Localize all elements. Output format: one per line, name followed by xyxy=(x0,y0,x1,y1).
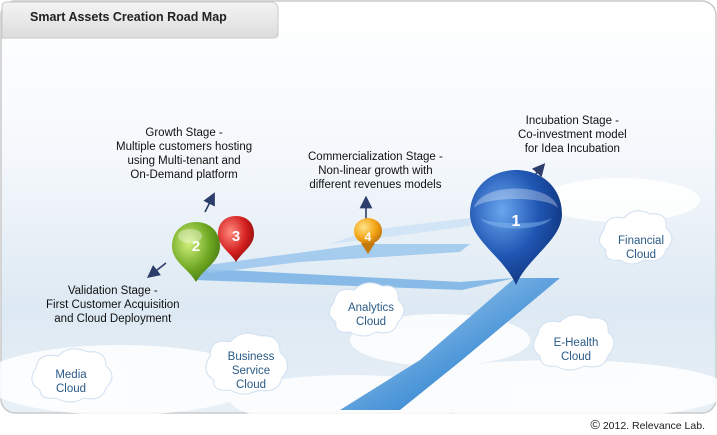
copyright: © 2012. Relevance Lab. xyxy=(590,417,705,432)
stage-4-label: Commercialization Stage - Non-linear gro… xyxy=(308,150,443,192)
stage-1-pin xyxy=(470,170,562,285)
cloud-business-line-1: Business xyxy=(227,351,275,363)
cloud-business-line-3: Cloud xyxy=(235,379,267,391)
cloud-media-line-1: Media xyxy=(55,369,87,381)
stage-3-line-2: Multiple customers hosting xyxy=(116,141,253,153)
stage-3-label: Growth Stage - Multiple customers hostin… xyxy=(116,126,252,182)
cloud-media-line-2: Cloud xyxy=(55,383,87,395)
stage-2-line-3: and Cloud Deployment xyxy=(54,313,172,325)
stage-1-line-3: for Idea Incubation xyxy=(524,143,620,155)
stage-4-line-3: different revenues models xyxy=(309,179,442,191)
page-title: Smart Assets Creation Road Map xyxy=(30,10,227,24)
copyright-text: 2012. Relevance Lab. xyxy=(602,420,705,432)
stage-3-line-3: using Multi-tenant and xyxy=(127,155,241,167)
stage-4-line-2: Non-linear growth with xyxy=(318,165,433,177)
cloud-financial-line-2: Cloud xyxy=(625,249,657,261)
cloud-financial-line-1: Financial xyxy=(617,235,665,247)
cloud-business-line-2: Service xyxy=(231,365,271,377)
cloud-ehealth-line-2: Cloud xyxy=(560,351,592,363)
cloud-financial: Financial Cloud xyxy=(610,234,672,262)
cloud-ehealth: E-Health Cloud xyxy=(545,336,607,364)
stage-3-line-4: On-Demand platform xyxy=(130,169,238,181)
cloud-ehealth-line-1: E-Health xyxy=(553,337,599,349)
stage-1-label: Incubation Stage - Co-investment model f… xyxy=(518,114,627,156)
stage-2-line-2: First Customer Acquisition xyxy=(46,299,180,311)
stage-2-line-1: Validation Stage - xyxy=(67,285,158,297)
cloud-analytics: Analytics Cloud xyxy=(340,301,402,329)
stage-3-line-1: Growth Stage - xyxy=(145,127,223,139)
stage-2-number: 2 xyxy=(191,238,201,255)
cloud-media: Media Cloud xyxy=(40,368,102,396)
stage-3-number: 3 xyxy=(231,228,241,245)
stage-4-number: 4 xyxy=(364,230,372,244)
stage-2-label: Validation Stage - First Customer Acquis… xyxy=(46,284,180,326)
cloud-business-service: Business Service Cloud xyxy=(220,350,282,392)
stage-4-line-1: Commercialization Stage - xyxy=(308,151,443,163)
stage-1-line-2: Co-investment model xyxy=(518,129,627,141)
cloud-analytics-line-1: Analytics xyxy=(347,302,395,314)
copyright-icon: © xyxy=(590,417,600,432)
cloud-analytics-line-2: Cloud xyxy=(355,316,387,328)
stage-1-line-1: Incubation Stage - xyxy=(525,115,619,127)
stage-1-number: 1 xyxy=(511,213,521,230)
stage-4-pin xyxy=(354,218,382,254)
stage-3-pin xyxy=(218,216,254,262)
stage-2-pin xyxy=(172,222,220,282)
